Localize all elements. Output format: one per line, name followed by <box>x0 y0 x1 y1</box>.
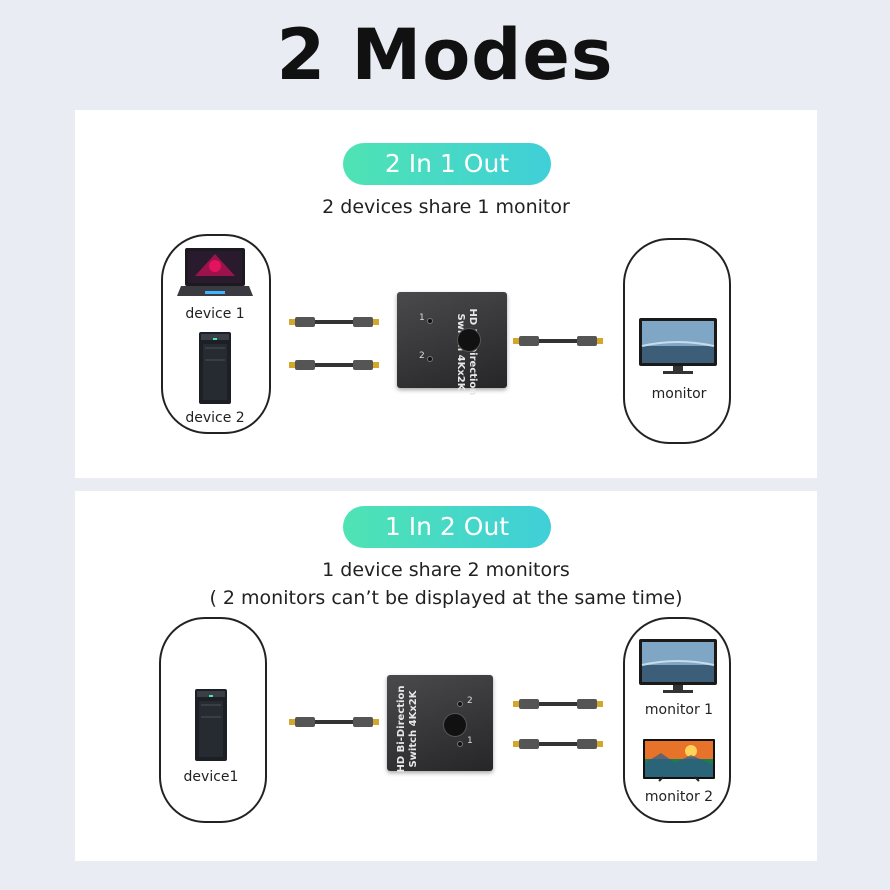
monitors-frame <box>623 617 731 823</box>
device1-label: device 1 <box>185 306 245 322</box>
port2-number: 2 <box>419 351 425 361</box>
hdmi-cable-icon <box>513 699 603 709</box>
port1-led <box>457 741 463 747</box>
monitor-frame <box>623 238 731 444</box>
port1-led <box>427 318 433 324</box>
port2-number: 2 <box>467 696 473 706</box>
monitor-icon <box>639 318 717 374</box>
monitor2-label: monitor 2 <box>644 789 714 805</box>
hdmi-cable-icon <box>289 717 379 727</box>
source-device-frame <box>159 617 267 823</box>
port1-number: 1 <box>467 736 473 746</box>
device2-label: device 2 <box>185 410 245 426</box>
mode-note: ( 2 monitors can’t be displayed at the s… <box>209 587 683 609</box>
mode-subtitle: 1 device share 2 monitors <box>322 559 570 581</box>
source-devices-frame <box>161 234 271 434</box>
page-title: 2 Modes <box>276 14 614 96</box>
laptop-icon <box>177 248 253 296</box>
monitor1-label: monitor 1 <box>644 702 714 718</box>
monitor-icon <box>639 639 717 693</box>
port1-number: 1 <box>419 313 425 323</box>
hdmi-cable-icon <box>289 360 379 370</box>
device-label: device1 <box>183 769 239 785</box>
mode-badge: 2 In 1 Out <box>343 143 551 185</box>
monitor-label: monitor <box>651 386 707 402</box>
hdmi-switch-icon: HD Bi-Direction Switch 4Kx2K 2 1 <box>387 675 493 773</box>
hdmi-cable-icon <box>513 336 603 346</box>
mode-badge: 1 In 2 Out <box>343 506 551 548</box>
hdmi-cable-icon <box>289 317 379 327</box>
pc-tower-icon <box>199 332 231 404</box>
switch-label: HD Bi-Direction Switch 4Kx2K <box>455 308 478 396</box>
hdmi-switch-icon: HD Bi-Direction Switch 4Kx2K 1 2 <box>397 292 507 395</box>
monitor-icon <box>643 739 715 782</box>
mode-1in2out-panel: 1 In 2 Out 1 device share 2 monitors ( 2… <box>75 491 817 861</box>
switch-label: HD Bi-Direction Switch 4Kx2K <box>396 685 419 773</box>
switch-button <box>457 328 481 352</box>
mode-subtitle: 2 devices share 1 monitor <box>322 196 570 218</box>
mode-2in1out-panel: 2 In 1 Out 2 devices share 1 monitor dev… <box>75 110 817 478</box>
pc-tower-icon <box>195 689 227 761</box>
port2-led <box>427 356 433 362</box>
port2-led <box>457 701 463 707</box>
switch-button <box>443 713 467 737</box>
hdmi-cable-icon <box>513 739 603 749</box>
